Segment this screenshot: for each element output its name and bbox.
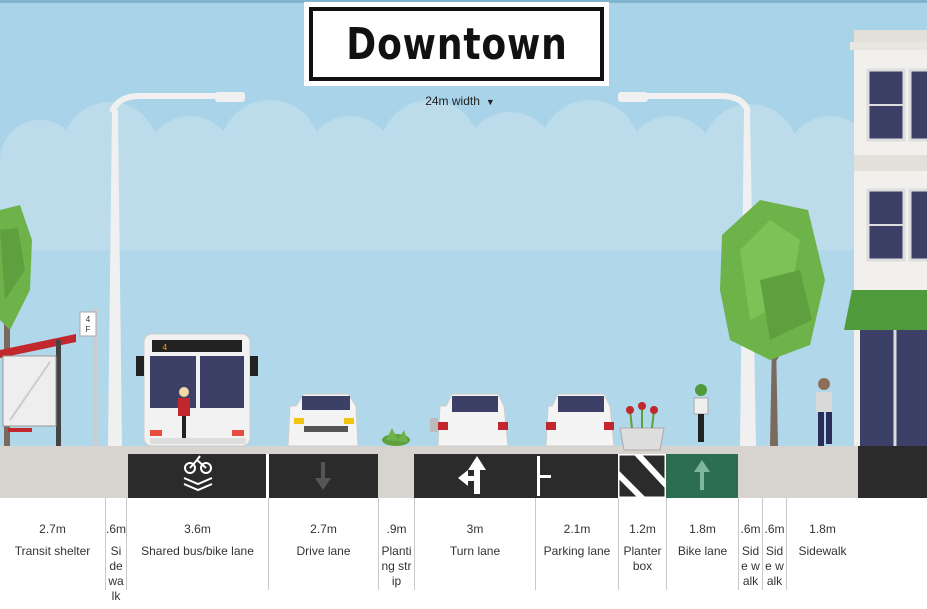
segment-width: 2.7m	[39, 522, 66, 536]
lane-arrow-up-icon	[694, 460, 710, 490]
segment-name: Side walk	[108, 544, 124, 603]
street-width-selector[interactable]: 24m width ▼	[360, 94, 560, 108]
street-name-frame: Downtown	[309, 7, 604, 81]
segment-width: .6m	[106, 522, 127, 536]
bus-route-number: 4	[162, 343, 167, 353]
street-name[interactable]: Downtown	[345, 18, 568, 70]
street-light-left	[108, 92, 245, 446]
segment-name: Side walk	[741, 544, 760, 588]
car-parking-lane	[545, 393, 615, 447]
segment-width: 3m	[466, 522, 484, 536]
segment-width: 1.8m	[809, 522, 836, 536]
pedestrian	[816, 378, 832, 446]
lane-arrow-down-icon	[315, 462, 331, 490]
lane-arrow-turn-icon	[458, 456, 486, 494]
segment-width: 1.2m	[629, 522, 656, 536]
segment-name: Transit shelter	[14, 544, 91, 558]
bike-lane-symbol-icon	[183, 455, 213, 492]
street-width-label: 24m width	[425, 94, 480, 108]
segment-name: Drive lane	[296, 544, 351, 558]
caret-down-icon: ▼	[485, 97, 495, 107]
segment-name: Turn lane	[449, 544, 501, 558]
hatch-marks	[618, 454, 666, 498]
bus: 4	[136, 333, 258, 447]
tree-right	[720, 200, 825, 446]
svg-text:F: F	[86, 325, 91, 334]
segment-width: .6m	[740, 522, 761, 536]
segment-width: .9m	[386, 522, 407, 536]
segment-width: 1.8m	[689, 522, 716, 536]
parking-t-marker	[537, 456, 551, 496]
segment-width: .6m	[764, 522, 785, 536]
cyclist-bike-lane	[693, 384, 709, 442]
segment-width: 2.7m	[310, 522, 337, 536]
segment-width: 2.1m	[563, 522, 591, 536]
planting-strip-plant	[378, 428, 414, 498]
cyclist-bus-lane	[178, 387, 190, 438]
segment-name: Planting strip	[381, 544, 412, 588]
segment-width: 3.6m	[184, 522, 211, 536]
car-turn-lane	[430, 393, 509, 447]
svg-text:4: 4	[86, 315, 91, 324]
building	[844, 30, 927, 498]
car-drive-lane	[287, 393, 359, 447]
lane-divider	[266, 454, 269, 498]
segment-name: Planter box	[623, 544, 662, 573]
segment-name: Side walk	[765, 544, 784, 588]
bus-stop-sign: 4 F	[79, 308, 97, 446]
segment-name: Bike lane	[677, 544, 728, 558]
segment-name: Parking lane	[543, 544, 611, 558]
transit-shelter	[0, 334, 76, 446]
street-name-sign[interactable]: Downtown	[304, 2, 609, 86]
segment-name: Shared bus/bike lane	[141, 544, 254, 558]
segment-name: Sidewalk	[798, 544, 847, 558]
planter-box	[619, 402, 665, 451]
top-border	[0, 0, 927, 3]
